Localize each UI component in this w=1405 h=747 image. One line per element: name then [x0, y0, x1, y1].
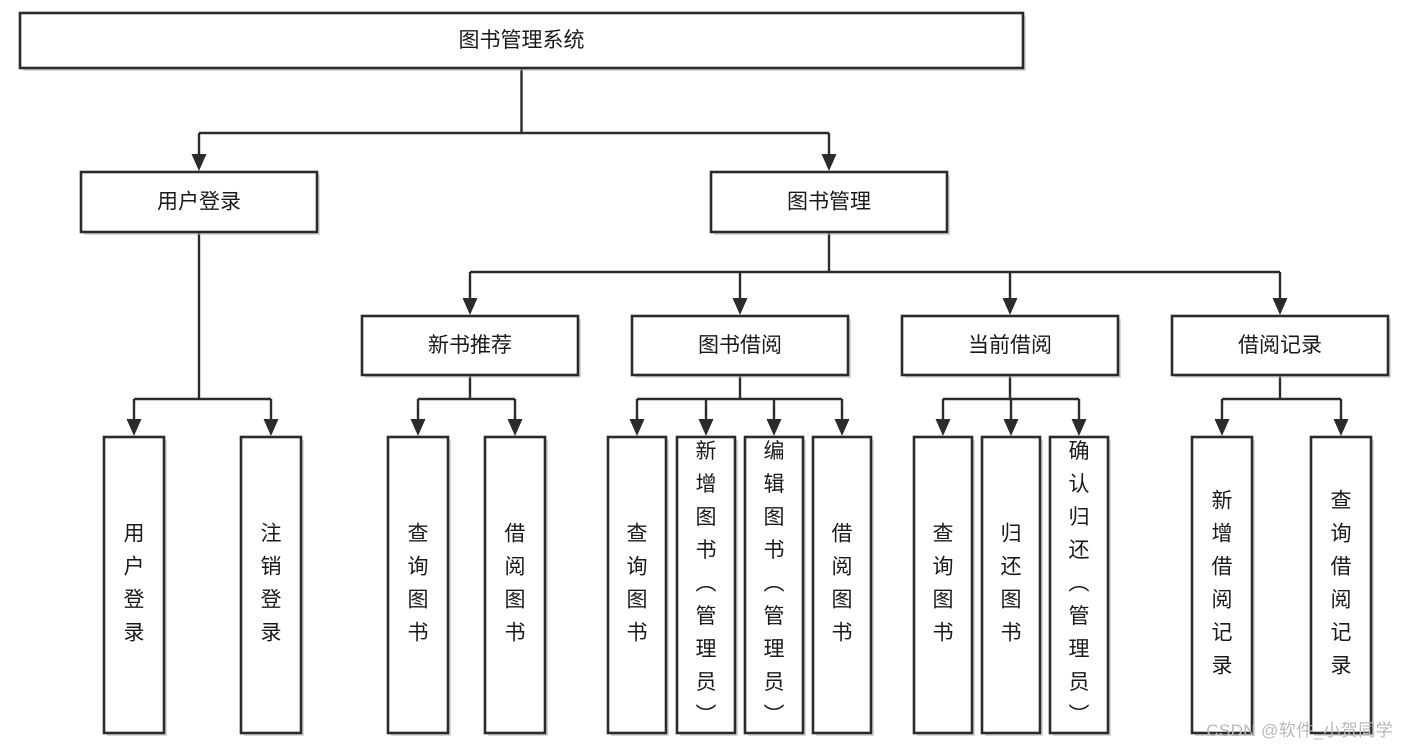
arrow-head-icon [1272, 298, 1288, 315]
node-box [811, 435, 873, 735]
node-layer: 图书管理系统用户登录图书管理新书推荐图书借阅当前借阅借阅记录用户登录注销登录查询… [18, 11, 1391, 736]
arrow-head-icon [1003, 419, 1019, 436]
node-label: 编辑图书︵管理员︶ [764, 440, 785, 727]
connector-group-user-login [126, 232, 279, 436]
node-box [483, 435, 547, 735]
node-label: 图书借阅 [698, 334, 782, 357]
arrow-head-icon [191, 154, 207, 171]
arrow-head-icon [507, 419, 523, 436]
arrow-head-icon [410, 419, 426, 436]
node-leaf-leaf-user-login[interactable]: 用户登录 [102, 435, 167, 736]
arrow-head-icon [263, 419, 279, 436]
node-box [980, 435, 1042, 735]
node-label: 查询图书 [408, 523, 429, 645]
node-box [709, 170, 949, 234]
node-level1-book-manage[interactable]: 图书管理 [709, 170, 950, 235]
node-leaf-leaf-query-book-borrow[interactable]: 查询图书 [606, 435, 669, 736]
node-box [675, 435, 737, 735]
node-leaf-leaf-add-record[interactable]: 新增借阅记录 [1190, 435, 1255, 736]
node-leaf-leaf-query-book-cur[interactable]: 查询图书 [912, 435, 975, 736]
node-label: 归还图书 [1001, 523, 1022, 645]
node-leaf-leaf-add-book[interactable]: 新增图书︵管理员︶ [675, 435, 738, 736]
node-leaf-leaf-edit-book[interactable]: 编辑图书︵管理员︶ [743, 435, 806, 736]
node-level2-borrow-record[interactable]: 借阅记录 [1170, 314, 1391, 378]
node-label: 借阅图书 [832, 523, 853, 645]
node-level2-new-book-rec[interactable]: 新书推荐 [360, 314, 581, 378]
node-box [79, 170, 319, 234]
node-box [1309, 435, 1373, 735]
node-leaf-leaf-confirm-return[interactable]: 确认归还︵管理员︶ [1048, 435, 1111, 736]
arrow-head-icon [935, 419, 951, 436]
arrow-head-icon [834, 419, 850, 436]
node-label: 图书管理 [787, 191, 871, 214]
arrow-head-icon [1214, 419, 1230, 436]
arrow-head-icon [1333, 419, 1349, 436]
node-box [18, 11, 1025, 70]
arrow-head-icon [629, 419, 645, 436]
connector-group-new-book-rec [410, 375, 523, 436]
arrow-head-icon [821, 154, 837, 171]
node-leaf-leaf-query-record[interactable]: 查询借阅记录 [1309, 435, 1374, 736]
arrow-head-icon [1071, 419, 1087, 436]
arrow-head-icon [698, 419, 714, 436]
node-box [102, 435, 166, 735]
node-label: 借阅图书 [505, 523, 526, 645]
node-label: 当前借阅 [968, 334, 1052, 357]
node-leaf-leaf-borrow-book[interactable]: 借阅图书 [811, 435, 874, 736]
node-label: 注销登录 [261, 523, 282, 645]
csdn-watermark: CSDN @软件_小贺同学 [1206, 721, 1393, 740]
node-leaf-leaf-return-book[interactable]: 归还图书 [980, 435, 1043, 736]
node-root-root[interactable]: 图书管理系统 [18, 11, 1026, 71]
node-box [1170, 314, 1390, 377]
node-box [900, 314, 1120, 377]
node-box [630, 314, 850, 377]
node-box [386, 435, 450, 735]
node-box [1190, 435, 1254, 735]
node-label: 新增图书︵管理员︶ [696, 440, 717, 727]
node-label: 查询图书 [933, 523, 954, 645]
node-label: 借阅记录 [1238, 334, 1322, 357]
node-label: 新增借阅记录 [1212, 490, 1233, 678]
node-level2-book-borrow[interactable]: 图书借阅 [630, 314, 851, 378]
node-box [360, 314, 580, 377]
node-leaf-leaf-query-book-rec[interactable]: 查询图书 [386, 435, 451, 736]
node-box [606, 435, 668, 735]
connector-group-book-manage [462, 232, 1288, 315]
node-label: 新书推荐 [428, 334, 512, 357]
node-label: 查询借阅记录 [1331, 490, 1352, 678]
arrow-head-icon [462, 298, 478, 315]
node-label: 确认归还︵管理员︶ [1069, 440, 1090, 727]
arrow-head-icon [766, 419, 782, 436]
node-box [912, 435, 974, 735]
arrow-head-icon [1002, 298, 1018, 315]
node-label: 查询图书 [627, 523, 648, 645]
node-leaf-leaf-logout[interactable]: 注销登录 [239, 435, 304, 736]
node-level1-user-login[interactable]: 用户登录 [79, 170, 320, 235]
node-label: 用户登录 [124, 523, 145, 645]
arrow-head-icon [126, 419, 142, 436]
arrow-head-icon [732, 298, 748, 315]
node-box [743, 435, 805, 735]
node-label: 图书管理系统 [459, 29, 585, 52]
node-box [239, 435, 303, 735]
connector-group-book-borrow [629, 375, 850, 436]
node-leaf-leaf-borrow-book-rec[interactable]: 借阅图书 [483, 435, 548, 736]
node-level2-current-borrow[interactable]: 当前借阅 [900, 314, 1121, 378]
connector-layer [126, 68, 1349, 436]
connector-group-current-borrow [935, 375, 1087, 436]
node-label: 用户登录 [157, 191, 241, 214]
node-box [1048, 435, 1110, 735]
connector-group-root [191, 68, 837, 171]
connector-group-borrow-record [1214, 375, 1349, 436]
